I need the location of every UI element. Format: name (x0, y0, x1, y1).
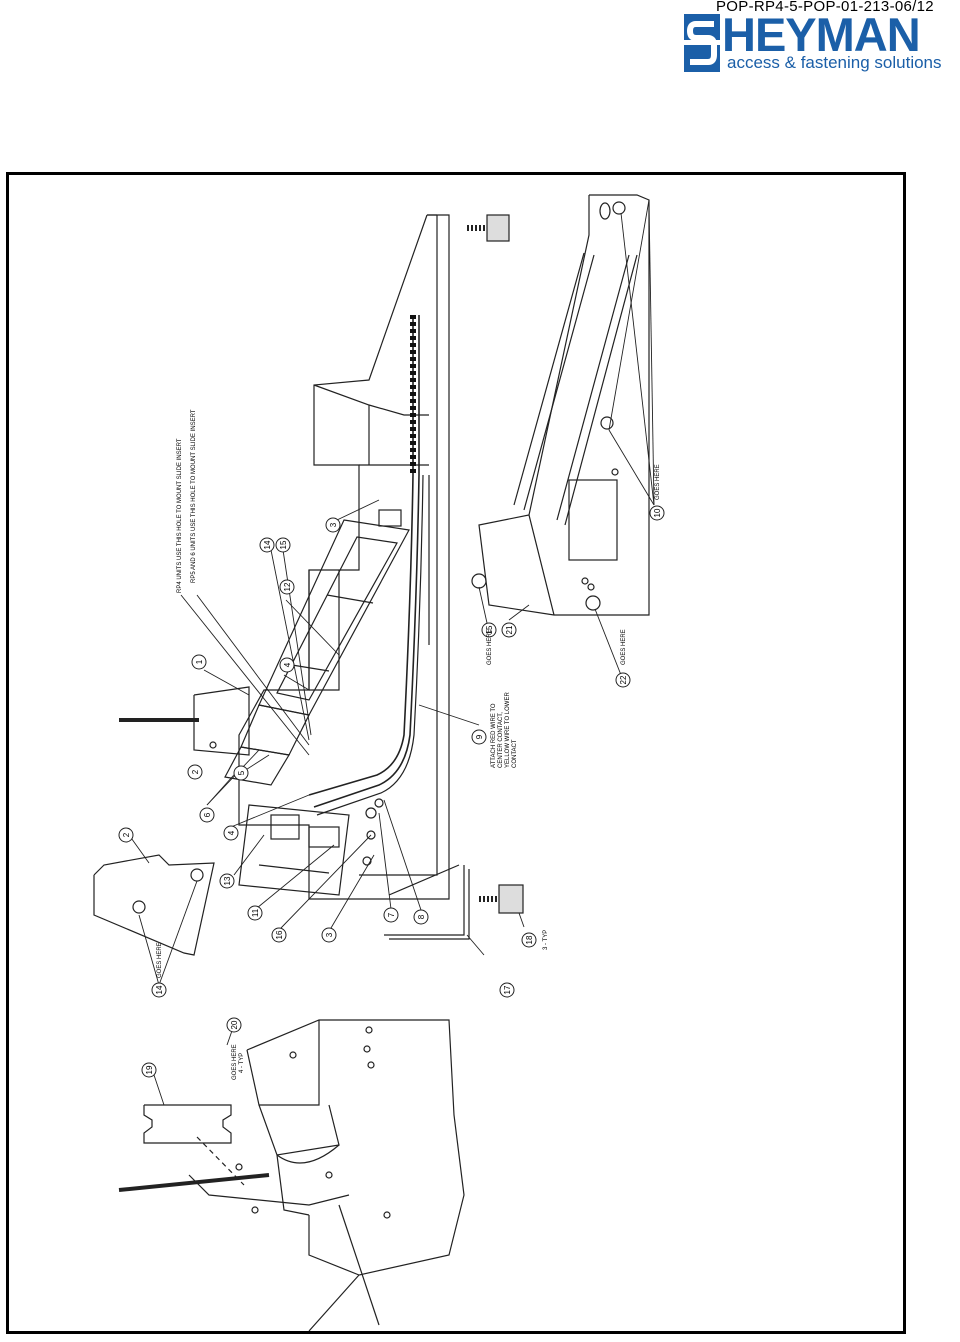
callout-19: 19 (145, 1065, 154, 1074)
callout-2a: 2 (191, 769, 200, 774)
note-rp5-hole: RP5 AND 6 UNITS USE THIS HOLE TO MOUNT S… (191, 409, 197, 583)
callout-18: 18 (525, 935, 534, 944)
callout-11: 11 (251, 908, 260, 917)
note-wire-1: ATTACH RED WIRE TO (491, 703, 497, 768)
screw-bottom (479, 884, 524, 914)
callout-4a: 4 (283, 662, 292, 667)
callout-21: 21 (505, 625, 514, 634)
callout-16: 16 (275, 930, 284, 939)
callout-circles (118, 505, 665, 1078)
note-wire-4: CONTACT (512, 739, 518, 768)
callout-2b: 2 (122, 832, 131, 837)
cover-plate (471, 194, 650, 616)
slide-block (238, 798, 384, 896)
lower-assembly (118, 1019, 465, 1331)
callout-20: 20 (230, 1020, 239, 1029)
logo-s-mark-icon (684, 14, 720, 72)
drawing-frame: 1 4 12 14 15 3 9 2 5 6 4 13 11 16 3 7 8 … (6, 172, 906, 1334)
note-wire-2: CENTER CONTACT, (498, 712, 504, 768)
note-goes-here-15a: GOES HERE (487, 629, 493, 665)
slide-insert-piece (143, 1104, 232, 1144)
screw-top (467, 214, 510, 242)
callout-4b: 4 (227, 830, 236, 835)
callout-17: 17 (503, 985, 512, 994)
callout-15a: 15 (279, 540, 288, 549)
brand-tagline: access & fastening solutions (727, 53, 942, 72)
callout-1: 1 (195, 659, 204, 664)
note-rp4-hole: RP4 UNITS USE THIS HOLE TO MOUNT SLIDE I… (177, 438, 183, 593)
heyman-logo: HEYMAN access & fastening solutions (684, 8, 956, 74)
callout-6: 6 (203, 812, 212, 817)
callout-14b: 14 (155, 985, 164, 994)
callout-12: 12 (283, 582, 292, 591)
top-insert-part (119, 686, 250, 756)
assembly-drawing: 1 4 12 14 15 3 9 2 5 6 4 13 11 16 3 7 8 … (93, 194, 665, 1331)
l-bracket (384, 865, 470, 940)
note-3-typ: 3 - TYP (543, 930, 549, 950)
callout-9: 9 (475, 734, 484, 739)
callout-3a: 3 (329, 522, 338, 527)
leader-lines (128, 199, 655, 1106)
callout-22: 22 (619, 675, 628, 684)
callout-14a: 14 (263, 540, 272, 549)
callout-13: 13 (223, 876, 232, 885)
callout-8: 8 (417, 914, 426, 919)
callout-3b: 3 (325, 932, 334, 937)
note-goes-here-15b: GOES HERE (621, 629, 627, 665)
callout-numbers: 1 4 12 14 15 3 9 2 5 6 4 13 11 16 3 7 8 … (122, 508, 662, 1074)
document-id: POP-RP4-5-POP-01-213-06/12 (716, 0, 934, 15)
note-wire-3: YELLOW WIRE TO LOWER (505, 692, 511, 768)
cylinder-assembly (224, 509, 410, 786)
note-goes-here-14: GOES HERE (157, 942, 163, 978)
note-4-typ: 4 - TYP (239, 1053, 245, 1073)
brand-name: HEYMAN (722, 8, 921, 61)
callout-7: 7 (387, 912, 396, 917)
callout-5: 5 (237, 770, 246, 775)
small-bracket-2 (93, 854, 215, 956)
wire-harness (308, 315, 424, 816)
main-housing (238, 214, 460, 900)
note-goes-here-10: GOES HERE (655, 464, 661, 500)
drawing-notes: RP4 UNITS USE THIS HOLE TO MOUNT SLIDE I… (157, 409, 661, 1080)
callout-15b: 15 (485, 625, 494, 634)
callout-10: 10 (653, 508, 662, 517)
note-goes-here-20: GOES HERE (232, 1044, 238, 1080)
